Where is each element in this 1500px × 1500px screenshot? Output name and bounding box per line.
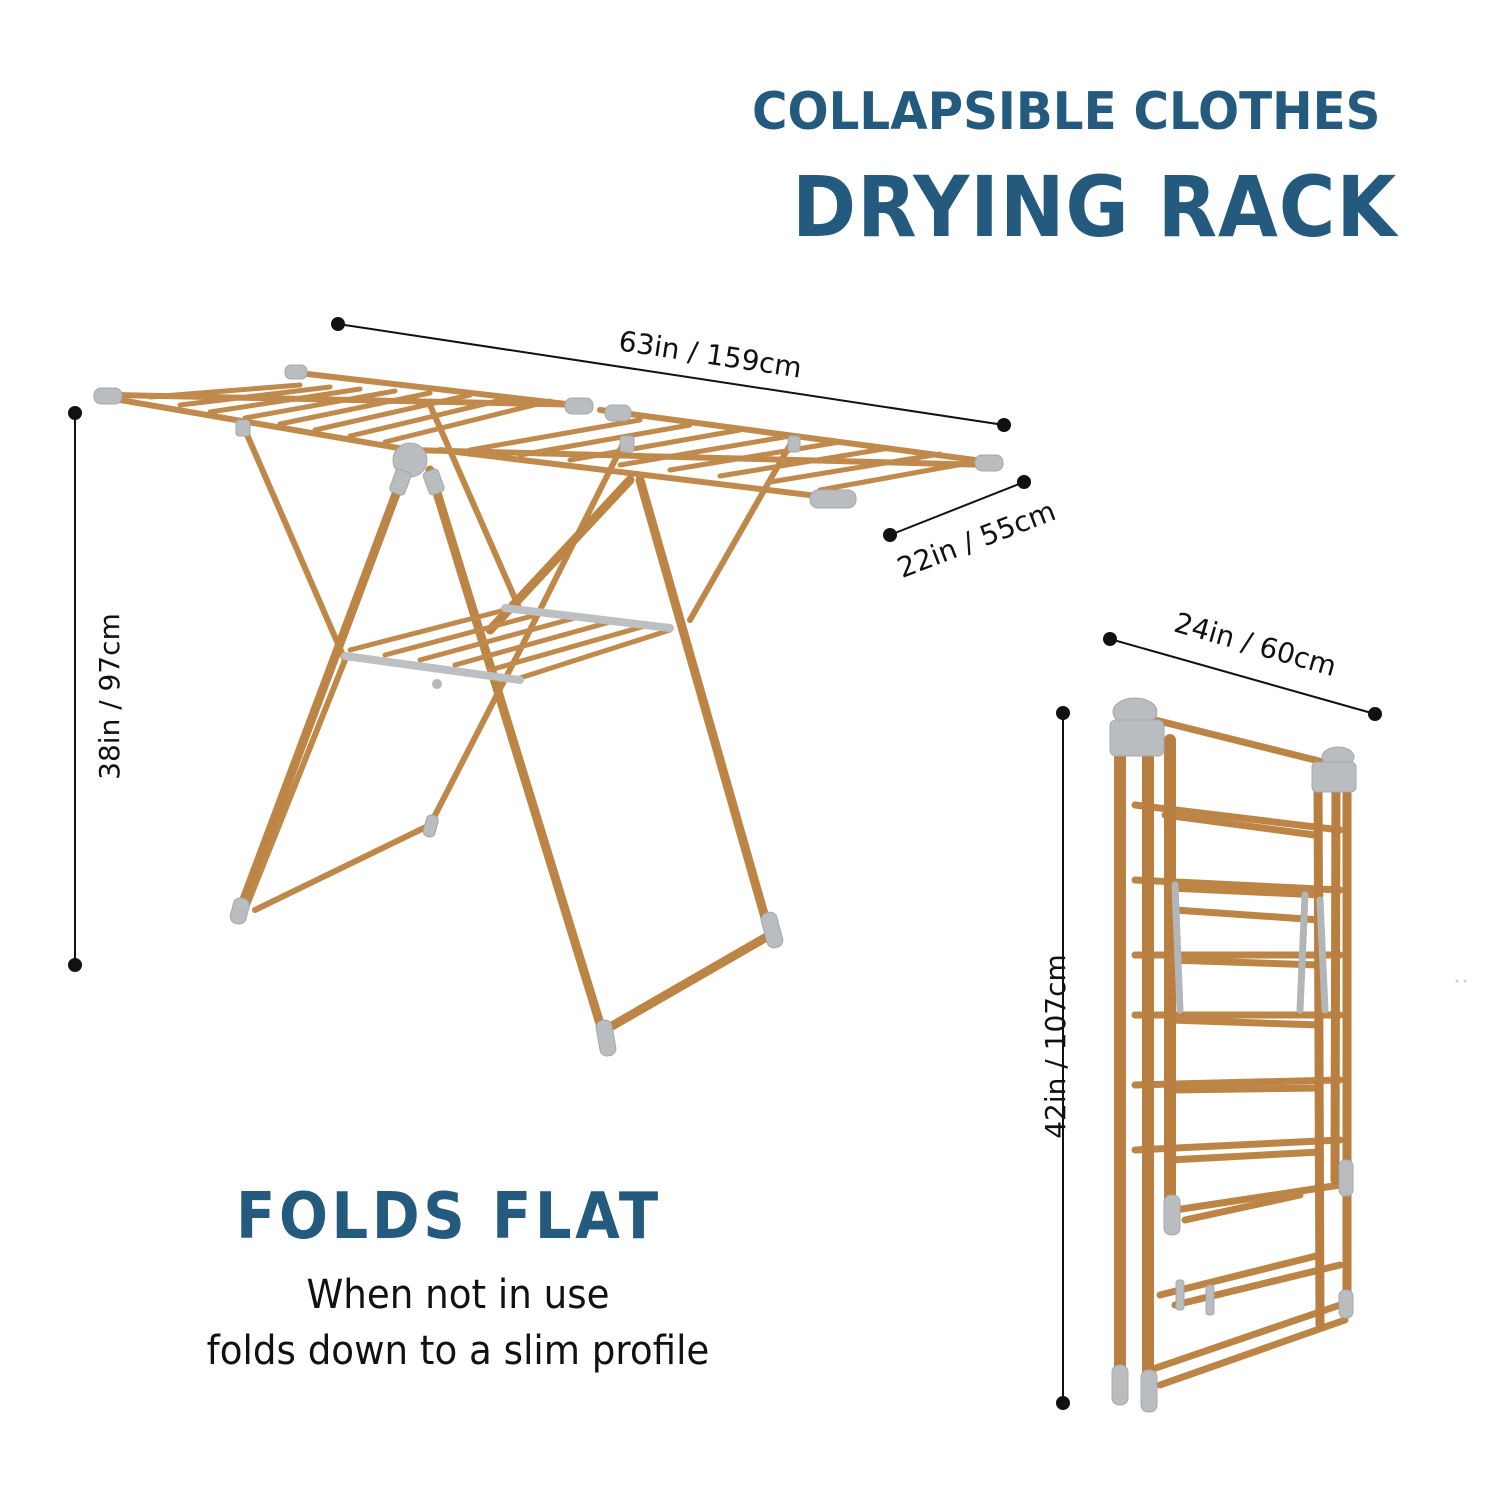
decorative-dots: [1455, 979, 1467, 983]
title-line-1: COLLAPSIBLE CLOTHES: [752, 82, 1381, 142]
folded-height-dimension-label: 42in / 107cm: [1038, 954, 1072, 1139]
height-dimension-label: 38in / 97cm: [92, 613, 126, 780]
feature-subtitle-line-1: When not in use: [306, 1272, 610, 1318]
feature-subtitle-line-2: folds down to a slim profile: [206, 1328, 710, 1374]
dimension-lines: [68, 317, 1382, 1410]
title-line-2: DRYING RACK: [792, 158, 1398, 256]
unfolded-rack-icon: [93, 364, 1004, 1057]
folded-rack-icon: [1109, 697, 1357, 1413]
folds-flat-heading: FOLDS FLAT: [236, 1180, 662, 1254]
